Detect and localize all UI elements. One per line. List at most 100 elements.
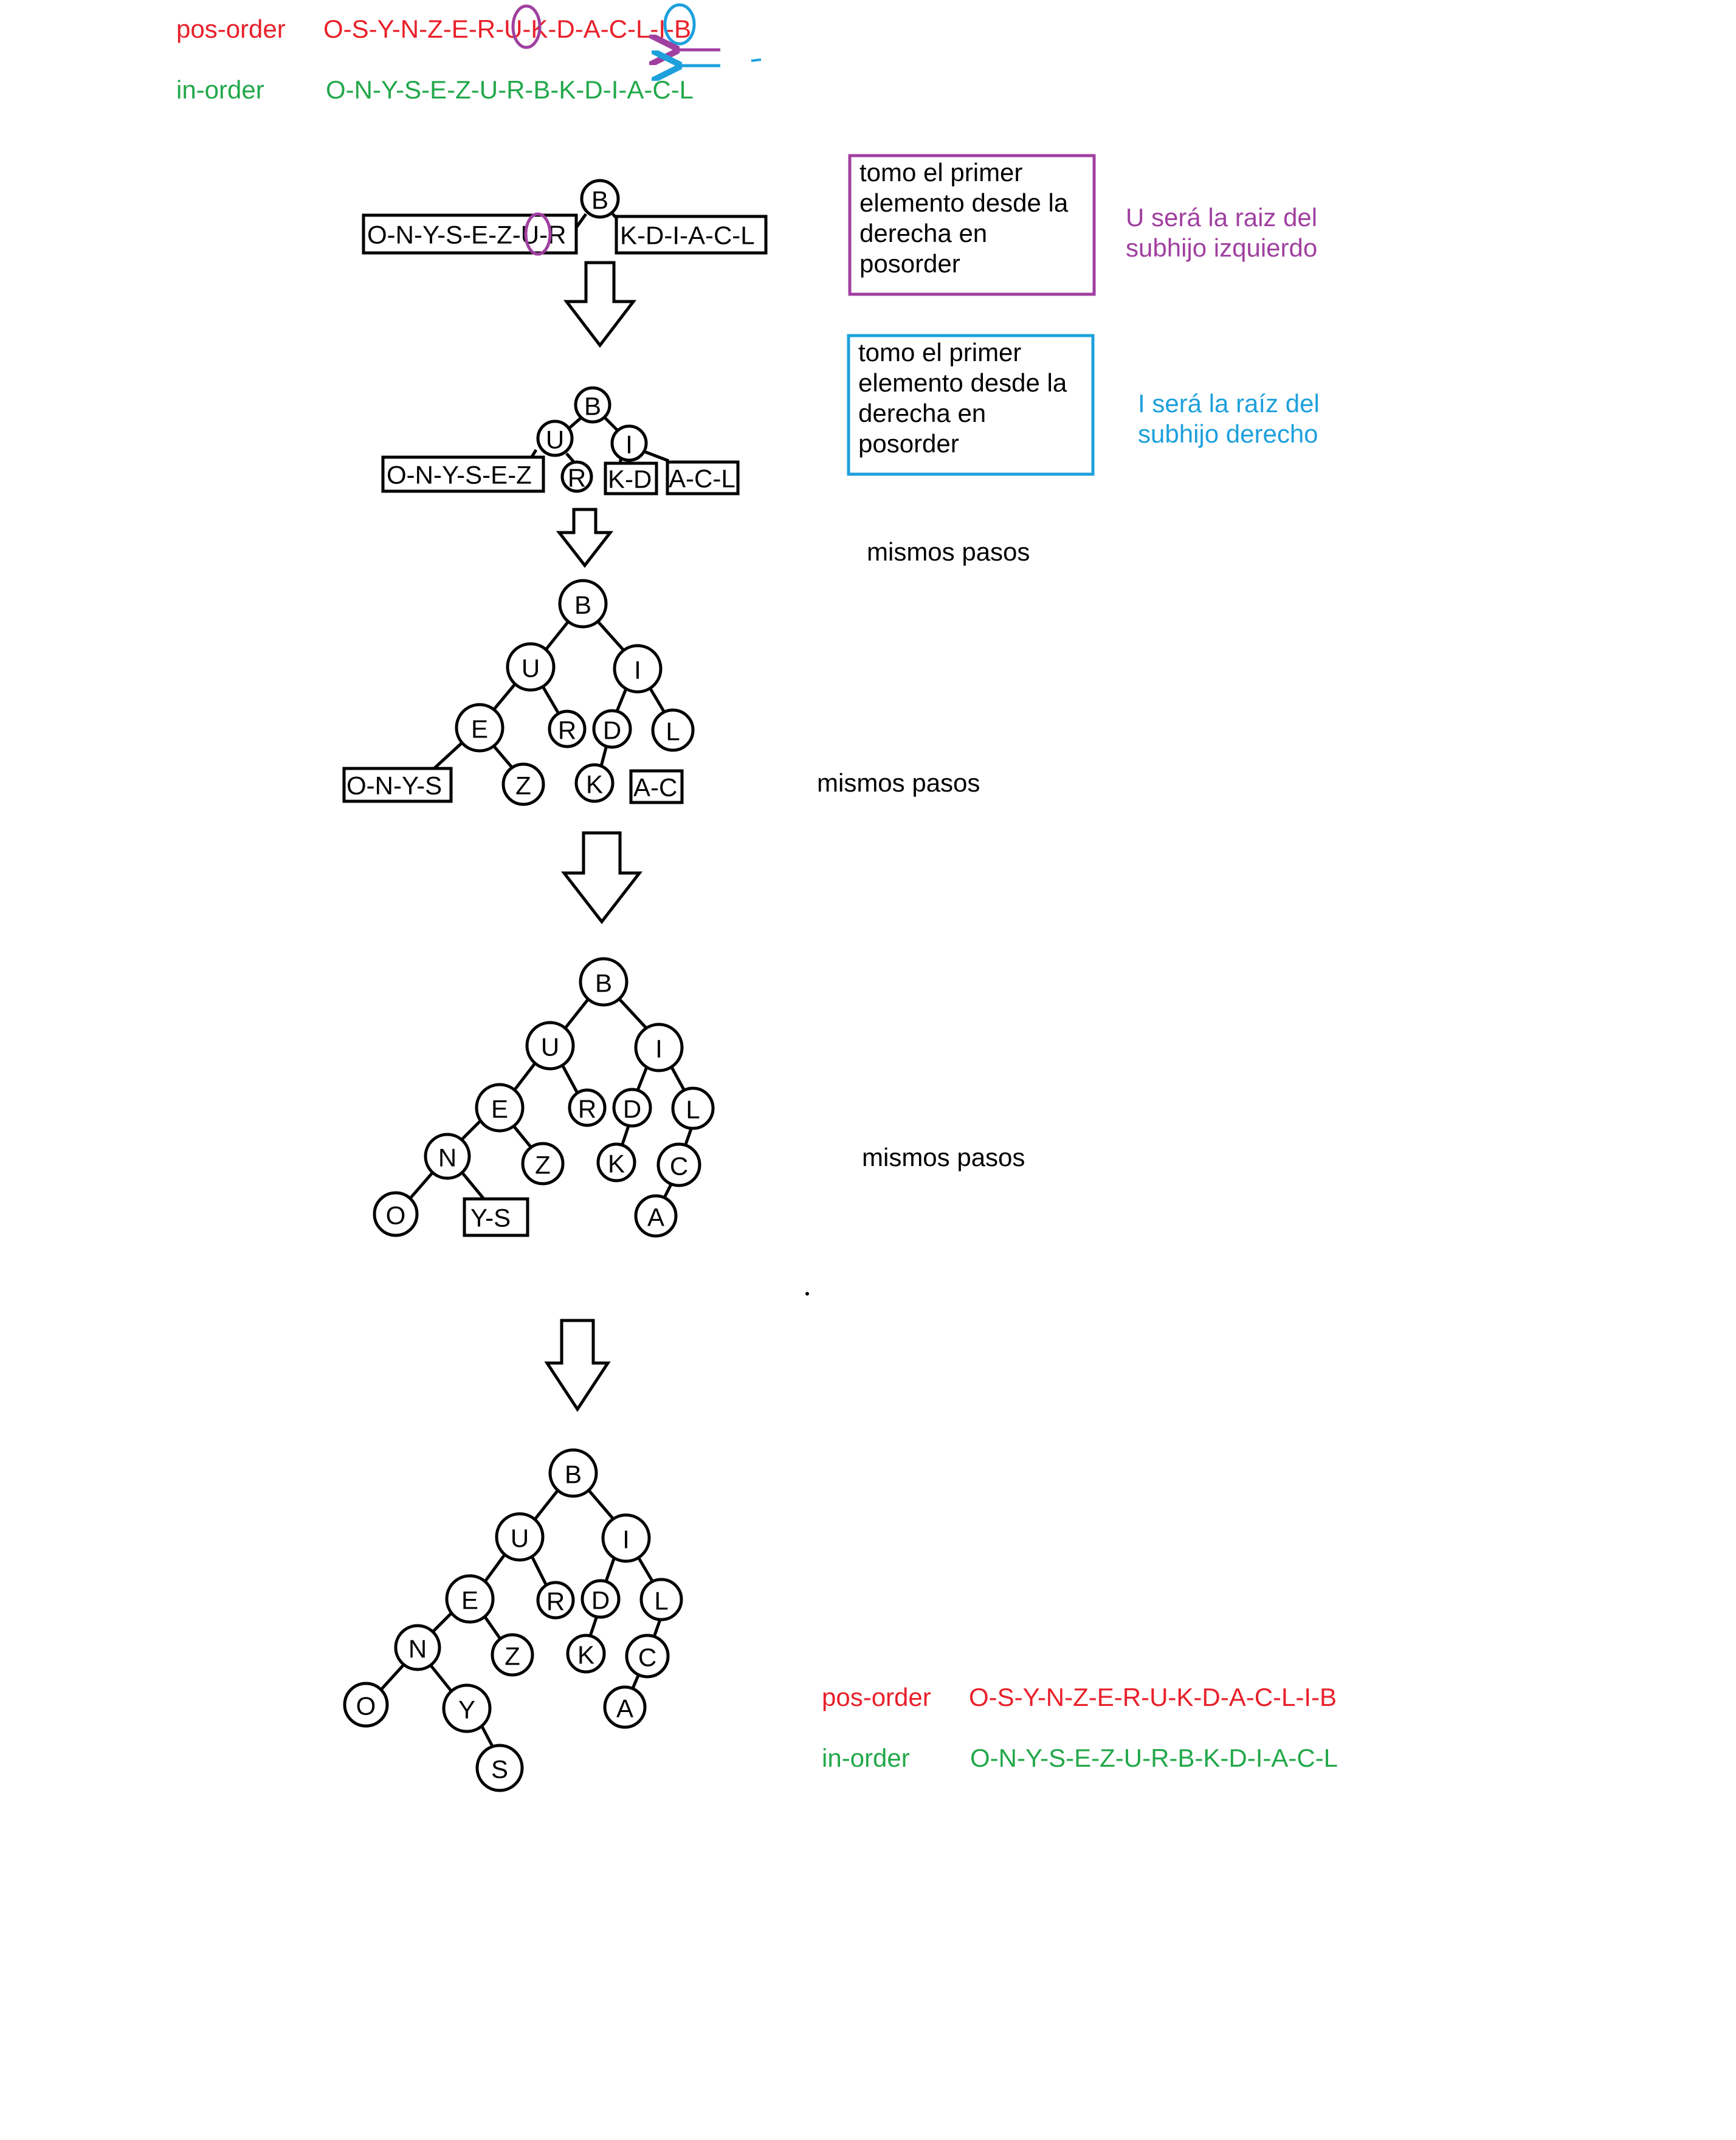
down-arrow-2 bbox=[556, 508, 614, 568]
node-o: O bbox=[343, 1682, 389, 1728]
node-b: B bbox=[579, 957, 629, 1007]
header-post-label: pos-order bbox=[176, 15, 286, 43]
svg-text:O: O bbox=[386, 1201, 406, 1230]
svg-text:I: I bbox=[625, 430, 633, 459]
steps-label-3: mismos pasos bbox=[862, 1143, 1025, 1172]
node-o: O bbox=[373, 1191, 419, 1237]
node-i: I bbox=[601, 1513, 651, 1563]
stage-5-final-tree: B U I E R D L N Z K C O Y A S bbox=[343, 1448, 683, 1792]
svg-text:O-N-Y-S-E-Z-U-R: O-N-Y-S-E-Z-U-R bbox=[367, 221, 566, 249]
svg-text:O-N-Y-S-E-Z: O-N-Y-S-E-Z bbox=[387, 461, 532, 489]
node-i: I bbox=[613, 644, 663, 694]
svg-text:R: R bbox=[568, 464, 586, 492]
svg-text:O: O bbox=[356, 1692, 376, 1721]
svg-text:K-D-I-A-C-L: K-D-I-A-C-L bbox=[620, 221, 755, 250]
node-r: R bbox=[560, 460, 593, 493]
svg-text:K: K bbox=[577, 1641, 594, 1669]
node-e: E bbox=[445, 1574, 495, 1624]
node-d: D bbox=[612, 1088, 652, 1128]
node-r: R bbox=[568, 1088, 607, 1127]
svg-text:D: D bbox=[591, 1586, 610, 1615]
down-arrow-1 bbox=[563, 261, 637, 348]
node-b: B bbox=[580, 179, 620, 219]
svg-text:N: N bbox=[438, 1144, 456, 1172]
node-c: C bbox=[625, 1634, 670, 1679]
svg-text:tomo el primer elemento: tomo el primer elemento desde la derecha… bbox=[859, 158, 1075, 278]
footer-traversals: pos-order O-S-Y-N-Z-E-R-U-K-D-A-C-L-I-B … bbox=[822, 1683, 1338, 1772]
node-n: N bbox=[394, 1624, 441, 1671]
node-c: C bbox=[656, 1142, 701, 1187]
highlight-u-ellipse bbox=[511, 4, 542, 49]
note-left-result: U será la raiz del subhijo izquierdo bbox=[1126, 203, 1324, 262]
seq-box-right: A-C bbox=[629, 769, 684, 804]
down-arrow-3 bbox=[560, 831, 643, 925]
svg-text:C: C bbox=[670, 1152, 688, 1181]
node-a: A bbox=[634, 1194, 678, 1238]
svg-text:A-C-L: A-C-L bbox=[669, 464, 735, 493]
svg-text:B: B bbox=[584, 392, 601, 421]
svg-text:E: E bbox=[461, 1586, 478, 1615]
seq-box-right: A-C-L bbox=[666, 460, 740, 495]
svg-text:I: I bbox=[634, 656, 641, 685]
node-e: E bbox=[475, 1083, 525, 1133]
node-s: S bbox=[475, 1744, 524, 1792]
stray-dot bbox=[805, 1292, 809, 1296]
svg-text:Z: Z bbox=[535, 1151, 551, 1179]
node-b: B bbox=[574, 386, 611, 424]
down-arrow-4 bbox=[544, 1319, 611, 1412]
seq-box-left: O-N-Y-S-E-Z-U-R bbox=[362, 213, 578, 255]
svg-text:K: K bbox=[586, 770, 603, 799]
node-k: K bbox=[596, 1142, 636, 1182]
node-n: N bbox=[424, 1133, 471, 1180]
note-left-subtree: tomo el primer elemento desde la derecha… bbox=[848, 154, 1096, 296]
svg-text:L: L bbox=[654, 1587, 668, 1615]
node-k: K bbox=[574, 763, 615, 803]
svg-text:L: L bbox=[666, 717, 680, 746]
svg-text:Y: Y bbox=[458, 1696, 475, 1724]
footer-post-label: pos-order bbox=[822, 1683, 931, 1711]
svg-text:R: R bbox=[578, 1095, 596, 1124]
footer-post-seq: O-S-Y-N-Z-E-R-U-K-D-A-C-L-I-B bbox=[969, 1683, 1337, 1711]
svg-text:B: B bbox=[574, 591, 591, 620]
svg-text:B: B bbox=[565, 1460, 582, 1489]
node-b: B bbox=[558, 579, 608, 629]
svg-text:A: A bbox=[616, 1694, 633, 1723]
stage-1: B O-N-Y-S-E-Z-U-R K-D-I-A-C-L bbox=[362, 179, 768, 256]
node-d: D bbox=[580, 1579, 621, 1619]
svg-text:D: D bbox=[623, 1095, 641, 1124]
seq-box-left: O-N-Y-S bbox=[342, 767, 453, 803]
note-right-result: I será la raíz del subhijo derecho bbox=[1138, 389, 1326, 448]
node-i: I bbox=[634, 1023, 684, 1072]
node-u: U bbox=[525, 1021, 575, 1071]
node-b: B bbox=[548, 1448, 598, 1498]
svg-text:N: N bbox=[408, 1635, 427, 1663]
node-u: U bbox=[536, 419, 574, 457]
svg-text:Y-S: Y-S bbox=[470, 1204, 511, 1232]
header-post-seq: O-S-Y-N-Z-E-R-U-K-D-A-C-L-I-B bbox=[323, 15, 691, 43]
note-right-subtree: tomo el primer elemento desde la derecha… bbox=[847, 334, 1095, 476]
seq-box-mid: K-D bbox=[604, 461, 658, 495]
node-k: K bbox=[566, 1634, 606, 1674]
header-in-seq: O-N-Y-S-E-Z-U-R-B-K-D-I-A-C-L bbox=[326, 75, 694, 104]
svg-text:tomo el primer elemento: tomo el primer elemento desde la derecha… bbox=[858, 338, 1074, 458]
svg-text:O-N-Y-S: O-N-Y-S bbox=[346, 771, 442, 800]
svg-text:U: U bbox=[522, 654, 540, 683]
node-l: L bbox=[639, 1578, 683, 1621]
blue-dash bbox=[751, 58, 762, 62]
svg-text:A-C: A-C bbox=[633, 773, 677, 802]
svg-text:S: S bbox=[491, 1755, 508, 1784]
svg-text:L: L bbox=[686, 1096, 700, 1124]
svg-text:D: D bbox=[603, 716, 621, 745]
node-l: L bbox=[671, 1086, 715, 1130]
steps-label-1: mismos pasos bbox=[867, 537, 1030, 566]
node-a: A bbox=[603, 1685, 647, 1729]
seq-box-ys: Y-S bbox=[463, 1197, 529, 1237]
node-d: D bbox=[592, 709, 632, 749]
node-z: Z bbox=[521, 1142, 565, 1186]
svg-text:I: I bbox=[655, 1035, 663, 1063]
svg-text:U: U bbox=[511, 1524, 529, 1553]
node-l: L bbox=[651, 708, 695, 752]
node-z: Z bbox=[491, 1633, 534, 1677]
svg-text:K: K bbox=[608, 1150, 625, 1178]
